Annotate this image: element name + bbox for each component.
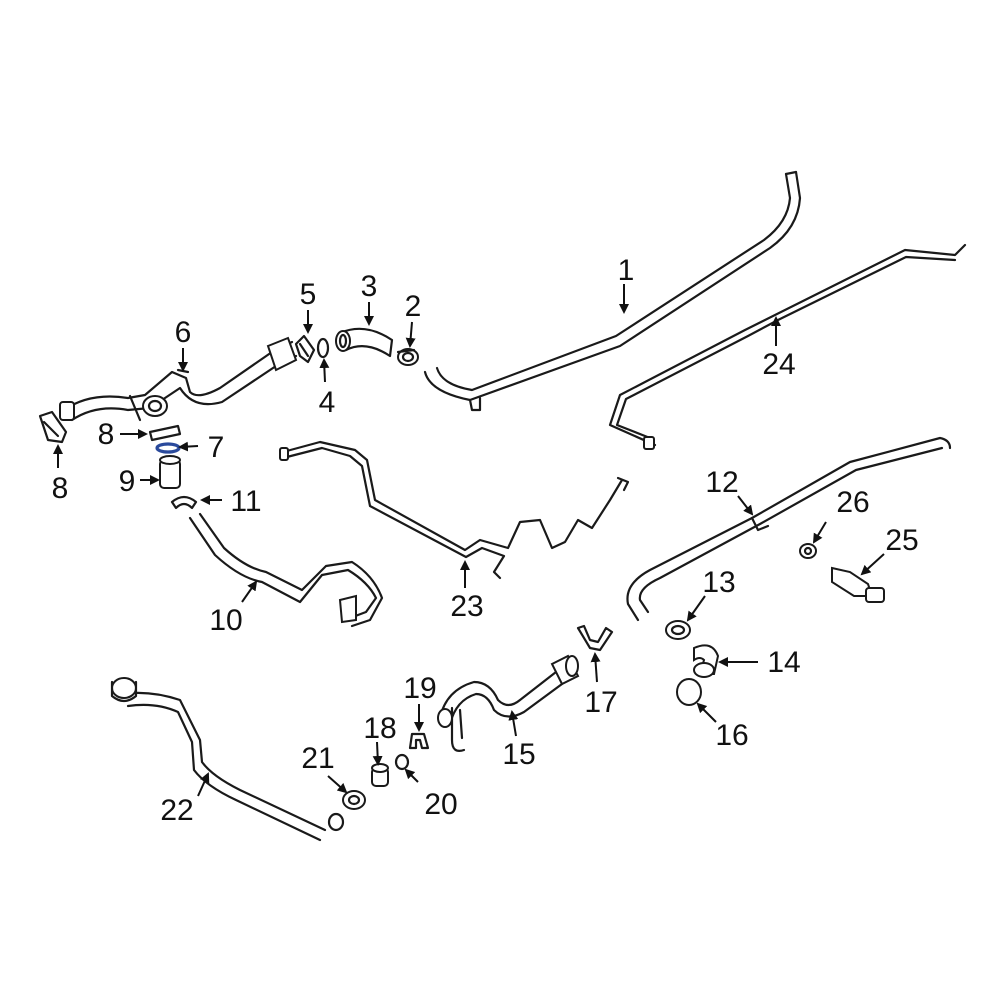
part-14-elbow-fitting[interactable]: [693, 644, 720, 678]
callout-2[interactable]: 2: [405, 290, 422, 323]
callout-11[interactable]: 11: [230, 485, 261, 518]
part-25-sensor[interactable]: [831, 566, 885, 603]
part-17-bracket[interactable]: [576, 624, 614, 652]
callout-8-left[interactable]: 8: [52, 472, 69, 505]
part-8-clip-center[interactable]: [148, 424, 182, 442]
callout-22[interactable]: 22: [160, 794, 193, 827]
callout-14[interactable]: 14: [767, 646, 800, 679]
part-5-clip[interactable]: [294, 334, 316, 364]
callout-5[interactable]: 5: [300, 278, 317, 311]
part-2-hose-clamp[interactable]: [396, 348, 419, 366]
part-20-o-ring[interactable]: [394, 753, 410, 771]
part-13-hose-clamp[interactable]: [665, 620, 691, 640]
part-23-coolant-line[interactable]: [279, 440, 630, 580]
callout-18[interactable]: 18: [363, 712, 396, 745]
callout-3[interactable]: 3: [361, 270, 378, 303]
callout-4[interactable]: 4: [319, 386, 336, 419]
callout-24[interactable]: 24: [762, 348, 795, 381]
part-3-hose[interactable]: [335, 327, 394, 358]
callout-26[interactable]: 26: [836, 486, 869, 519]
callout-19[interactable]: 19: [403, 672, 436, 705]
callout-6[interactable]: 6: [175, 316, 192, 349]
callout-9[interactable]: 9: [119, 465, 136, 498]
part-7-o-ring[interactable]: [155, 442, 181, 454]
part-26-washer[interactable]: [799, 543, 817, 559]
part-19-clip[interactable]: [408, 732, 430, 750]
callout-8-center[interactable]: 8: [98, 418, 115, 451]
callout-16[interactable]: 16: [715, 719, 748, 752]
part-12-coolant-pipe[interactable]: [626, 436, 952, 622]
callout-labels: 1 2 3 4 5 6 7 8 8 9 10 11 12 13 14 15 16…: [52, 254, 919, 827]
part-1-coolant-pipe[interactable]: [423, 170, 802, 412]
part-11-clamp[interactable]: [170, 495, 198, 510]
callout-17[interactable]: 17: [584, 686, 617, 719]
part-22-hose[interactable]: [110, 677, 345, 842]
callout-7[interactable]: 7: [208, 431, 225, 464]
callout-15[interactable]: 15: [502, 738, 535, 771]
callout-12[interactable]: 12: [705, 466, 738, 499]
part-8-bracket[interactable]: [38, 410, 68, 444]
part-9-fitting[interactable]: [159, 455, 181, 489]
callout-10[interactable]: 10: [209, 604, 242, 637]
part-4-o-ring[interactable]: [316, 337, 330, 359]
part-6-hose-assembly[interactable]: [59, 336, 298, 422]
part-24-coolant-line[interactable]: [608, 243, 967, 450]
callout-25[interactable]: 25: [885, 524, 918, 557]
callout-23[interactable]: 23: [450, 590, 483, 623]
highlighted-o-ring-icon: [155, 442, 181, 454]
callout-20[interactable]: 20: [424, 788, 457, 821]
part-16-cap[interactable]: [676, 678, 702, 706]
part-15-hose[interactable]: [437, 654, 580, 752]
part-21-hose-clamp[interactable]: [342, 790, 366, 810]
callout-leaders: [53, 284, 885, 797]
part-10-hose[interactable]: [188, 512, 384, 628]
part-18-fitting[interactable]: [371, 763, 389, 787]
callout-21[interactable]: 21: [301, 742, 334, 775]
callout-13[interactable]: 13: [702, 566, 735, 599]
callout-1[interactable]: 1: [618, 254, 635, 287]
